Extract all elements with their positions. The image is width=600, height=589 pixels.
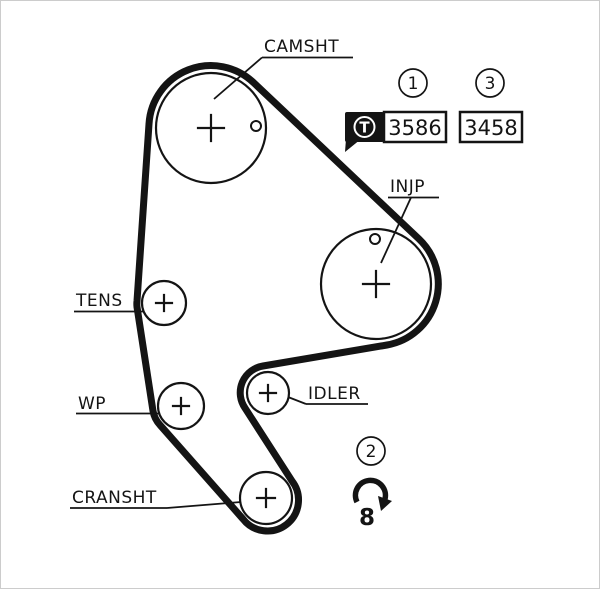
idler-label-group: IDLER	[287, 384, 368, 405]
callout-2-circle	[356, 436, 386, 466]
injection-pump-pulley-circle	[319, 227, 433, 341]
rotation-tooth-count: 8	[359, 505, 375, 531]
water-pump-label-group: WP	[76, 394, 159, 415]
idler-pulley	[245, 370, 291, 416]
injection-pump-leader-line	[380, 197, 412, 264]
primary-part-number: 3586	[388, 116, 441, 140]
tensioner-label-group: TENS	[74, 291, 144, 313]
camshaft-alignment-hole	[250, 120, 262, 132]
camshaft-pulley-circle	[154, 71, 268, 185]
brand-logo-icon	[353, 116, 376, 138]
camshaft-leader-line	[213, 56, 263, 100]
brand-part-number-badge: T 3586	[345, 110, 448, 152]
injection-pump-label-group: INJP	[380, 177, 439, 264]
callout-3-number: 3	[485, 74, 496, 94]
idler-pulley-circle	[245, 370, 291, 416]
tensioner-pulley	[140, 279, 188, 327]
timing-belt-path	[133, 62, 442, 535]
rotation-arrow-arc-icon	[352, 477, 389, 504]
crankshaft-label: CRANSHT	[72, 488, 157, 508]
callout-2: 2	[356, 436, 386, 466]
secondary-part-number-badge: 3458	[458, 110, 524, 144]
badge-tail	[345, 139, 361, 152]
injection-pump-center-cross	[361, 269, 391, 299]
rotation-arrow-head-icon	[378, 496, 392, 511]
primary-part-number-box	[382, 110, 448, 144]
callout-1-circle	[398, 68, 428, 98]
crankshaft-leader-line	[166, 501, 242, 509]
water-pump-label: WP	[78, 394, 106, 414]
injection-pump-pulley	[319, 227, 433, 341]
secondary-part-number: 3458	[464, 116, 517, 140]
injection-pump-label: INJP	[390, 177, 425, 197]
water-pump-pulley	[156, 381, 206, 431]
idler-center-cross	[258, 383, 278, 403]
secondary-part-number-box	[458, 110, 524, 144]
badge-background	[345, 112, 384, 142]
crankshaft-label-group: CRANSHT	[70, 488, 242, 509]
camshaft-label-group: CAMSHT	[213, 37, 353, 100]
crankshaft-pulley	[238, 470, 294, 526]
injection-pump-alignment-hole	[369, 233, 381, 245]
callout-1: 1	[398, 68, 428, 98]
camshaft-pulley	[154, 71, 268, 185]
camshaft-center-cross	[196, 113, 226, 143]
callout-1-number: 1	[408, 74, 419, 94]
brand-logo-letter: T	[359, 119, 370, 137]
tensioner-center-cross	[154, 293, 174, 313]
idler-label: IDLER	[308, 384, 361, 404]
callout-2-number: 2	[366, 442, 377, 462]
camshaft-label: CAMSHT	[264, 37, 339, 57]
callout-3: 3	[475, 68, 505, 98]
tensioner-pulley-circle	[140, 279, 188, 327]
crankshaft-center-cross	[255, 487, 277, 509]
water-pump-pulley-circle	[156, 381, 206, 431]
water-pump-center-cross	[171, 396, 191, 416]
tensioner-label: TENS	[75, 291, 123, 311]
crankshaft-pulley-circle	[238, 470, 294, 526]
idler-leader-line	[287, 396, 307, 405]
rotation-direction-symbol: 8	[352, 477, 392, 531]
callout-3-circle	[475, 68, 505, 98]
